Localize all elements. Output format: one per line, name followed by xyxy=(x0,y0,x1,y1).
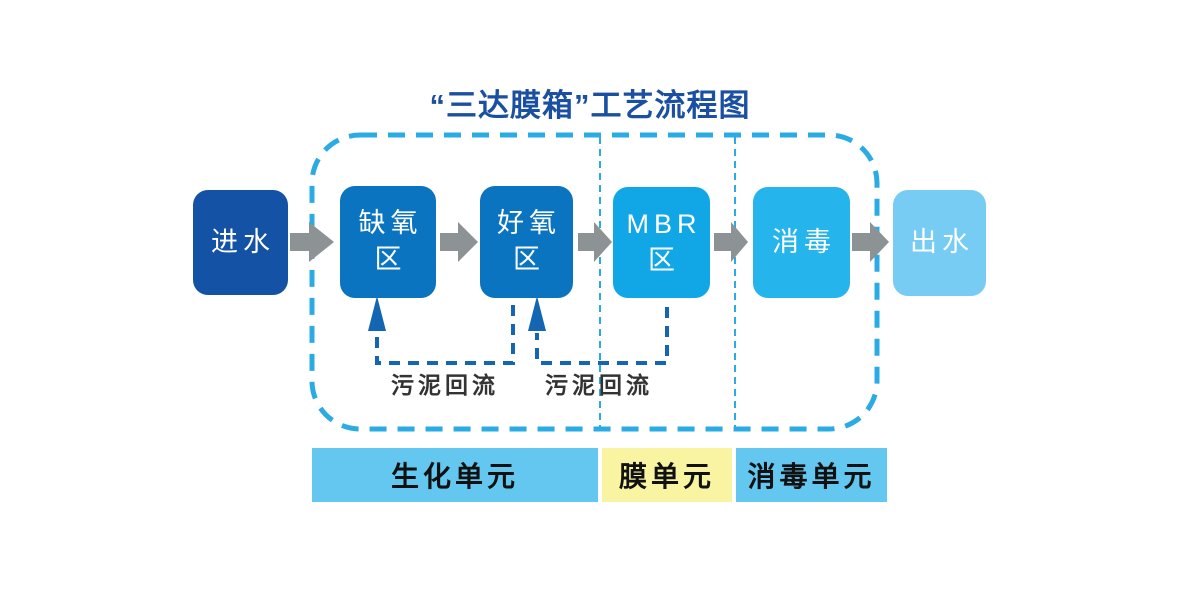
sludge-return-label-1: 污泥回流 xyxy=(391,372,499,398)
node-label: 好氧 xyxy=(497,208,561,239)
node-disinfection: 消毒 xyxy=(753,187,850,298)
node-aerobic-zone: 好氧 区 xyxy=(480,186,573,298)
node-label: 出水 xyxy=(910,227,974,258)
node-label: 进水 xyxy=(211,226,275,257)
node-label: 消毒 xyxy=(772,226,836,257)
sludge-return-line-2 xyxy=(528,296,669,365)
sludge-return-label-2: 污泥回流 xyxy=(545,372,653,398)
node-label: 区 xyxy=(513,244,545,274)
process-boundary-dashed-box xyxy=(309,132,880,432)
node-inlet-water: 进水 xyxy=(193,190,288,295)
unit-bar-membrane: 膜单元 xyxy=(602,448,732,502)
flow-arrows xyxy=(290,222,889,262)
node-label: 区 xyxy=(374,244,407,274)
sludge-return-arrowhead-2 xyxy=(528,296,546,331)
node-label: 缺氧 xyxy=(358,208,423,239)
flow-arrow-icon xyxy=(578,222,612,262)
flow-arrow-icon xyxy=(290,222,334,262)
node-anoxic-zone: 缺氧 区 xyxy=(340,186,436,298)
sludge-return-line-1 xyxy=(368,296,515,365)
unit-bar-biochemical: 生化单元 xyxy=(312,448,598,502)
flow-arrow-icon xyxy=(852,222,889,262)
flow-arrow-icon xyxy=(714,222,748,262)
node-label: MBR xyxy=(626,208,702,239)
unit-bar-disinfection: 消毒单元 xyxy=(736,448,887,502)
flow-arrow-icon xyxy=(440,222,478,262)
node-mbr-zone: MBR 区 xyxy=(613,187,710,298)
sludge-return-arrowhead-1 xyxy=(368,296,386,331)
node-label: 区 xyxy=(648,244,680,275)
diagram-title: “三达膜箱”工艺流程图 xyxy=(429,88,751,123)
node-outlet-water: 出水 xyxy=(893,190,986,296)
